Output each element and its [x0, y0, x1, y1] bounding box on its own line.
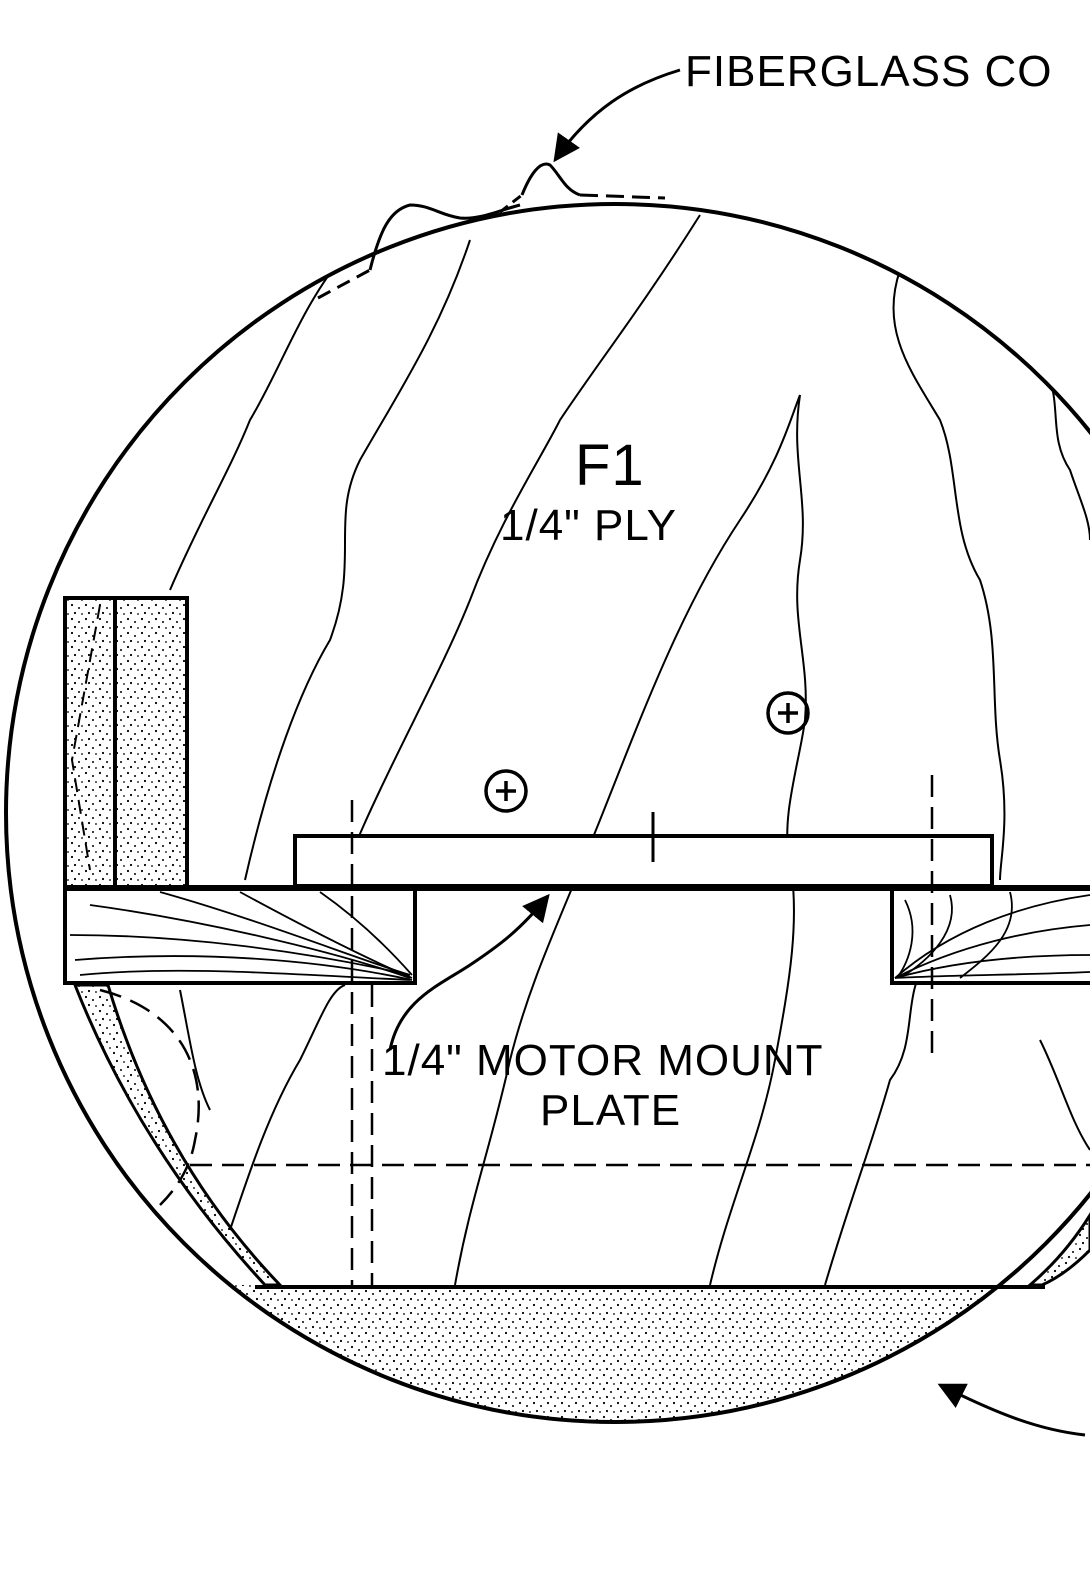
motor-mount-leader-arrow [388, 893, 550, 1051]
part-material-label: 1/4" PLY [500, 501, 677, 550]
fiberglass-covering-label: FIBERGLASS CO [685, 47, 1053, 96]
side-skin-band-right [1025, 1212, 1090, 1287]
centerlines [99, 775, 1090, 1285]
right-bearer [890, 886, 1090, 985]
fiberglass-leader-arrow [553, 68, 681, 163]
left-longerons [63, 596, 189, 890]
bulkhead-outline [4, 202, 1090, 1424]
skin-leader-arrow [937, 1383, 1086, 1437]
mount-bolt-icon-2 [766, 691, 810, 735]
motor-mount-label-line1: 1/4" MOTOR MOUNT [382, 1036, 824, 1085]
part-id-label: F1 [575, 433, 645, 498]
left-bearer [63, 886, 417, 985]
motor-mount-label-line2: PLATE [540, 1086, 681, 1135]
wood-grain [169, 214, 1090, 1286]
side-skin-band [72, 983, 284, 1287]
bottom-fairing-stipple [6, 1285, 1090, 1422]
mount-bolt-icon [484, 769, 528, 813]
motor-mount-raised-plate [293, 834, 994, 888]
fiberglass-cloth-wrinkle [317, 162, 666, 300]
